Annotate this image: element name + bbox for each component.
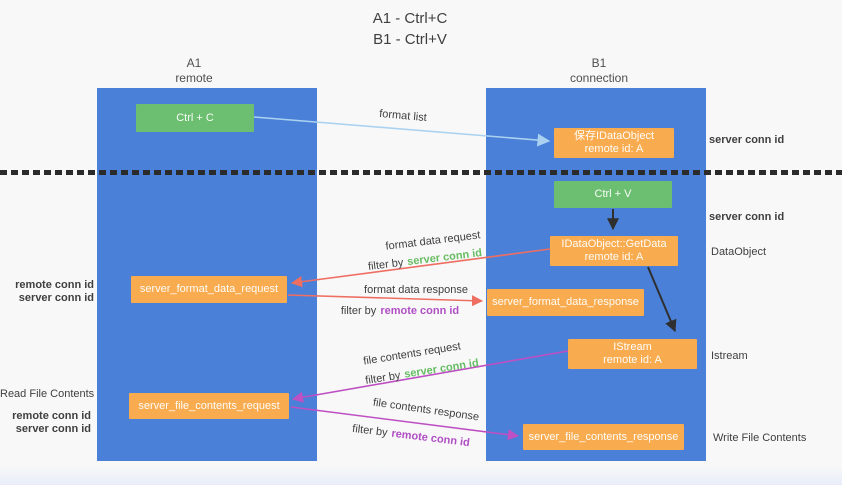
label-istream: Istream	[711, 350, 748, 362]
node-getdata-line1: IDataObject::GetData	[561, 238, 667, 250]
label-write-file-contents: Write File Contents	[713, 432, 807, 444]
node-istream-line1: IStream	[613, 341, 652, 353]
label-server-conn-id-top-right: server conn id	[709, 134, 785, 146]
node-save-idataobject-line2: remote id: A	[584, 143, 644, 155]
arrow-file-contents-response	[290, 406, 520, 441]
arrow-format-list	[253, 116, 551, 147]
arrow-getdata-to-istream	[647, 266, 677, 333]
column-b1-name: B1	[591, 56, 607, 70]
label-remote-conn-id-mid-left: remote conn id	[15, 279, 94, 291]
node-ctrl-v-label: Ctrl + V	[594, 188, 632, 200]
label-server-conn-id-bottom-left: server conn id	[15, 423, 91, 435]
node-ctrl-c-label: Ctrl + C	[176, 111, 214, 124]
column-a1-role: remote	[175, 71, 213, 85]
node-server-format-data-request: server_format_data_request	[131, 276, 287, 303]
arrow-format-data-request	[290, 248, 551, 288]
node-server-format-data-request-label: server_format_data_request	[139, 283, 279, 295]
label-server-conn-id-mid-right: server conn id	[709, 211, 785, 223]
node-ctrl-c: Ctrl + C	[136, 104, 254, 132]
label-server-conn-id-mid-left: server conn id	[18, 292, 94, 304]
label-read-file-contents: Read File Contents	[0, 388, 95, 400]
node-save-idataobject-line1: 保存IDataObject	[573, 130, 655, 142]
node-istream: IStream remote id: A	[568, 339, 697, 369]
column-header-a1: A1 remote	[144, 56, 244, 86]
label-remote-conn-id-bottom-left: remote conn id	[12, 410, 91, 422]
title-line-1: A1 - Ctrl+C	[372, 10, 448, 27]
arrow-file-contents-request	[291, 350, 569, 403]
node-server-file-contents-response-label: server_file_contents_response	[528, 430, 679, 443]
diagram-title: A1 - Ctrl+C B1 - Ctrl+V	[310, 8, 510, 50]
title-line-2: B1 - Ctrl+V	[373, 31, 447, 48]
node-save-idataobject: 保存IDataObject remote id: A	[554, 128, 674, 158]
column-header-b1: B1 connection	[549, 56, 649, 86]
node-idataobject-getdata: IDataObject::GetData remote id: A	[550, 236, 678, 266]
node-istream-line2: remote id: A	[603, 354, 662, 366]
arrow-format-data-response	[287, 294, 484, 307]
column-b1-role: connection	[569, 71, 629, 85]
node-getdata-line2: remote id: A	[584, 251, 644, 263]
label-dataobject: DataObject	[711, 246, 767, 258]
node-ctrl-v: Ctrl + V	[554, 181, 672, 208]
node-server-format-data-response: server_format_data_response	[487, 289, 644, 316]
node-server-file-contents-response: server_file_contents_response	[523, 424, 684, 450]
label-format-data-response: format data response	[364, 284, 468, 296]
filter-prefix: filter by	[340, 305, 377, 317]
node-server-format-data-response-label: server_format_data_response	[492, 296, 639, 308]
column-a1-name: A1	[186, 56, 202, 70]
session-divider-dashed-line	[0, 170, 842, 175]
filter-key-remote-conn-id: remote conn id	[380, 305, 460, 317]
node-server-file-contents-request-label: server_file_contents_request	[138, 399, 280, 412]
node-server-file-contents-request: server_file_contents_request	[129, 393, 289, 419]
